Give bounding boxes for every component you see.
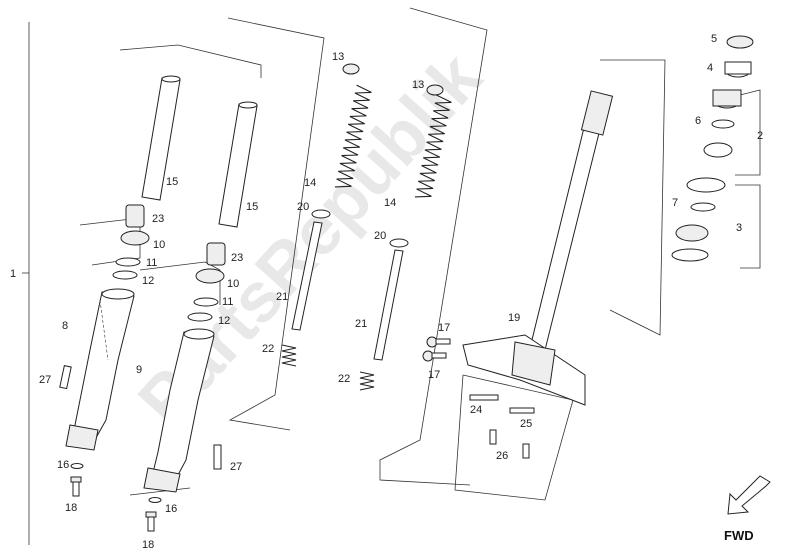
fwd-label: FWD — [724, 528, 754, 543]
callout-26: 26 — [496, 450, 508, 462]
washer-20-left — [311, 209, 331, 219]
bolt-17-lower — [422, 350, 447, 362]
callout-17-lower: 17 — [428, 369, 440, 381]
fork-tube-right — [218, 101, 258, 228]
fwd-arrow-icon — [727, 475, 771, 515]
callout-21-left: 21 — [276, 291, 288, 303]
washer-16-left — [70, 463, 84, 469]
pin-27-left — [59, 365, 72, 390]
washer-20-right — [389, 238, 409, 248]
callout-9: 9 — [136, 364, 142, 376]
ring-11-left — [115, 257, 141, 267]
screw-26-left — [489, 429, 497, 445]
headset-stack — [671, 35, 754, 262]
callout-11-left: 11 — [146, 257, 157, 269]
callout-7: 7 — [672, 197, 678, 209]
callout-18-right: 18 — [142, 539, 154, 551]
callout-14-right: 14 — [384, 197, 396, 209]
callout-6: 6 — [695, 115, 701, 127]
assembly-bracket-1 — [22, 22, 30, 545]
callout-23-left: 23 — [152, 213, 164, 225]
bushing-right — [206, 242, 226, 266]
callout-2: 2 — [757, 130, 763, 142]
callout-15-right: 15 — [246, 201, 258, 213]
steering-stem — [462, 90, 614, 406]
callout-12-right: 12 — [218, 315, 230, 327]
callout-16-right: 16 — [165, 503, 177, 515]
callout-5: 5 — [711, 33, 717, 45]
bolt-18-right — [145, 511, 157, 532]
cap-13-left — [342, 63, 360, 75]
cap-13-right — [426, 84, 444, 96]
callout-12-left: 12 — [142, 275, 154, 287]
rod-21-left — [291, 221, 323, 331]
part-25 — [509, 407, 535, 414]
callout-10-right: 10 — [227, 278, 239, 290]
ring-12-right — [187, 312, 213, 322]
bushing-left — [125, 204, 145, 228]
callout-25: 25 — [520, 418, 532, 430]
spring-22-left — [281, 344, 297, 367]
callout-27-right: 27 — [230, 461, 242, 473]
callout-27-left: 27 — [39, 374, 51, 386]
bolt-17-upper — [426, 336, 451, 348]
callout-16-left: 16 — [57, 459, 69, 471]
callout-22-left: 22 — [262, 343, 274, 355]
part-24 — [469, 394, 499, 401]
ring-11-right — [193, 297, 219, 307]
callout-1: 1 — [10, 268, 16, 280]
pin-27-right — [213, 444, 222, 470]
callout-19: 19 — [508, 312, 520, 324]
callout-labels: 1 2 3 4 5 6 7 8 9 10 10 11 11 12 12 13 1… — [10, 33, 763, 551]
washer-16-right — [148, 497, 162, 503]
callout-10-left: 10 — [153, 239, 165, 251]
spring-left — [334, 84, 372, 188]
dust-seal-left — [120, 230, 150, 246]
fork-leg-left — [65, 288, 135, 451]
callout-4: 4 — [707, 62, 713, 74]
rod-21-right — [373, 249, 404, 361]
callout-13-left: 13 — [332, 51, 344, 63]
callout-13-right: 13 — [412, 79, 424, 91]
dust-seal-right — [195, 268, 225, 284]
ring-12-left — [112, 270, 138, 280]
screw-26-right — [522, 443, 530, 459]
callout-21-right: 21 — [355, 318, 367, 330]
callout-23-right: 23 — [231, 252, 243, 264]
fork-tube-left — [141, 75, 181, 201]
callout-14-left: 14 — [304, 177, 316, 189]
bolt-18-left — [70, 476, 82, 497]
callout-8: 8 — [62, 320, 68, 332]
callout-24: 24 — [470, 404, 482, 416]
callout-20-left: 20 — [297, 201, 309, 213]
callout-17-upper: 17 — [438, 322, 450, 334]
spring-right — [414, 94, 452, 198]
callout-15-left: 15 — [166, 176, 178, 188]
callout-11-right: 11 — [222, 296, 233, 308]
callout-20-right: 20 — [374, 230, 386, 242]
callout-22-right: 22 — [338, 373, 350, 385]
callout-3: 3 — [736, 222, 742, 234]
fork-leg-right — [143, 328, 215, 493]
callout-18-left: 18 — [65, 502, 77, 514]
spring-22-right — [359, 371, 375, 391]
